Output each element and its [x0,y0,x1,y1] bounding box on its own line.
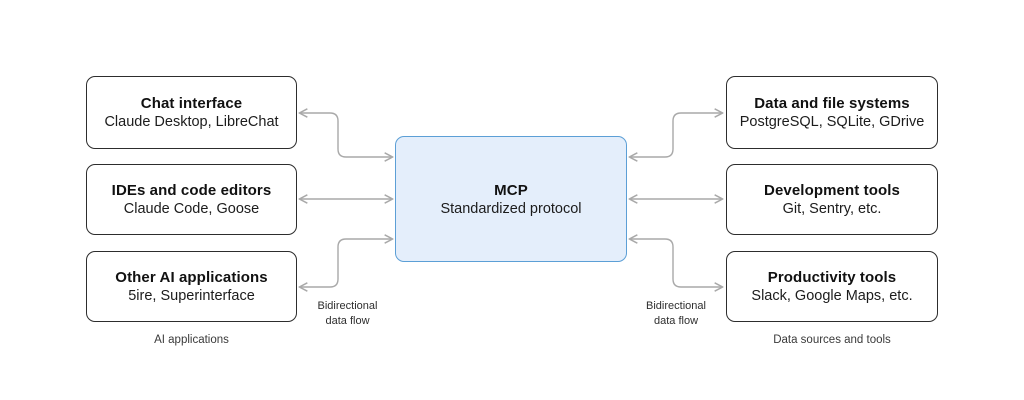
flow-label-left: Bidirectional data flow [300,299,395,329]
flow-label-line: Bidirectional [646,300,706,312]
node-subtitle: PostgreSQL, SQLite, GDrive [739,114,925,130]
flow-label-line: Bidirectional [317,300,378,312]
node-ides-code-editors: IDEs and code editors Claude Code, Goose [86,164,297,235]
node-subtitle: 5ire, Superinterface [128,288,255,304]
node-title: Other AI applications [115,269,268,286]
node-data-file-systems: Data and file systems PostgreSQL, SQLite… [726,76,938,149]
node-development-tools: Development tools Git, Sentry, etc. [726,164,938,235]
node-subtitle: Slack, Google Maps, etc. [751,288,913,304]
flow-label-right: Bidirectional data flow [630,299,722,329]
connector-mcp-to-productivity [630,239,722,287]
node-mcp: MCP Standardized protocol [395,136,627,262]
node-title: Data and file systems [754,95,910,112]
caption-ai-applications: AI applications [154,334,229,346]
flow-label-line: data flow [653,314,699,327]
node-title: Development tools [764,182,900,199]
node-subtitle: Claude Desktop, LibreChat [104,114,279,130]
node-subtitle: Claude Code, Goose [123,201,260,217]
connector-otherai-to-mcp [300,239,392,287]
node-productivity-tools: Productivity tools Slack, Google Maps, e… [726,251,938,322]
node-subtitle: Git, Sentry, etc. [782,201,882,217]
connector-mcp-to-datafiles [630,113,722,157]
node-title: IDEs and code editors [111,182,272,199]
connector-chat-to-mcp [300,113,392,157]
node-title: Chat interface [140,95,243,112]
node-subtitle: Standardized protocol [440,200,582,217]
flow-label-line: data flow [325,314,370,327]
node-title: Productivity tools [767,269,897,286]
node-chat-interface: Chat interface Claude Desktop, LibreChat [86,76,297,149]
caption-data-sources-tools: Data sources and tools [773,334,891,346]
node-other-ai-applications: Other AI applications 5ire, Superinterfa… [86,251,297,322]
node-title: MCP [494,181,528,199]
